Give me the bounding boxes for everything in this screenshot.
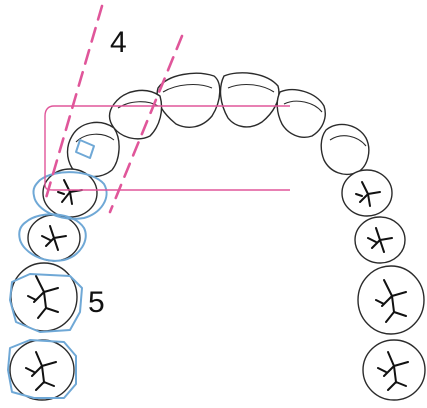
blue-outline-first-molar [9, 273, 83, 333]
blue-outline-second-molar [7, 339, 77, 399]
first-premolar-left [42, 168, 98, 218]
dashed-line-right [108, 34, 184, 214]
upper-lateral-incisor-right [276, 88, 326, 138]
blue-outline-canine [75, 139, 95, 159]
upper-central-incisor-left [156, 72, 221, 128]
first-premolar-right [341, 169, 393, 217]
upper-canine-right [320, 123, 370, 176]
second-premolar-right [354, 216, 406, 264]
second-molar-left [9, 339, 75, 401]
region-number-label: 5 [88, 286, 105, 319]
blue-outline-first-premolar [32, 171, 108, 220]
dashed-line-left [44, 4, 104, 200]
first-molar-right [357, 265, 425, 335]
line-number-label: 4 [110, 26, 127, 59]
guide-top-line [44, 105, 290, 191]
blue-overlay-group [7, 139, 108, 399]
second-molar-right [362, 339, 426, 401]
upper-lateral-incisor-left [108, 89, 163, 140]
upper-central-incisor-right [219, 72, 280, 128]
blue-outline-second-premolar [18, 213, 87, 262]
first-molar-left [10, 262, 78, 332]
dashed-reference-lines [44, 4, 184, 214]
pink-guide-lines [44, 105, 290, 191]
second-premolar-left [27, 214, 81, 262]
